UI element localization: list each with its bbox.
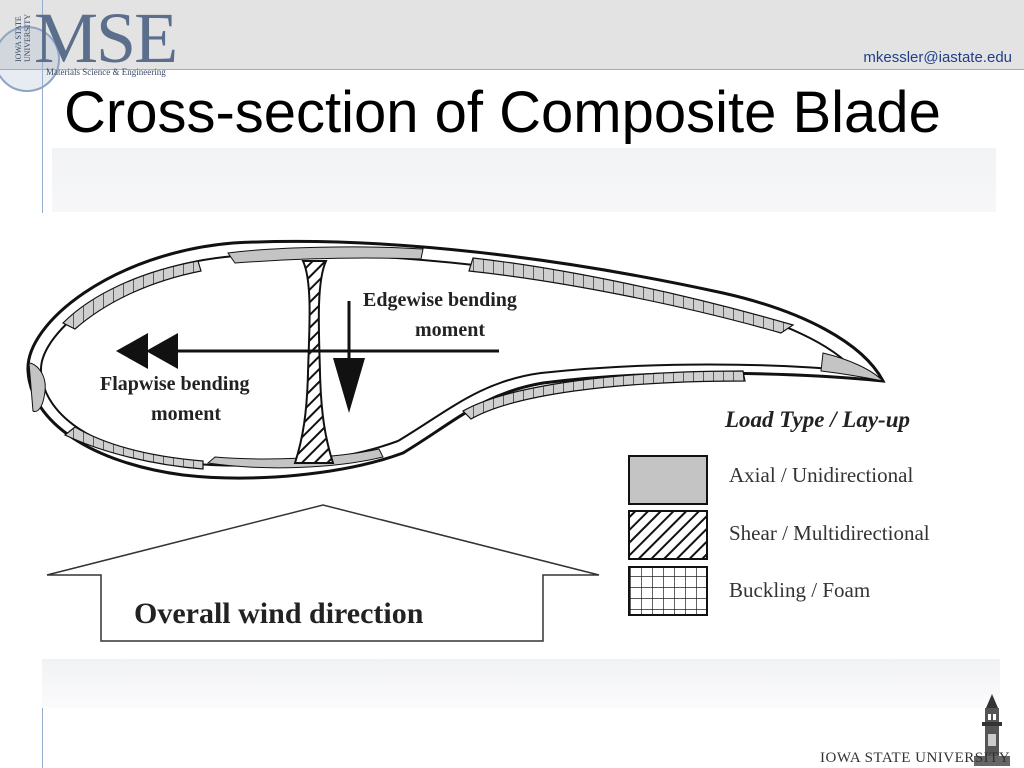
flapwise-arrow-head-2 bbox=[146, 333, 178, 369]
background-strip-top bbox=[52, 148, 996, 212]
logo-globe-icon bbox=[0, 26, 60, 92]
legend-swatch-shear bbox=[628, 510, 708, 560]
campanile-logo-icon bbox=[974, 694, 1010, 766]
legend-label-axial: Axial / Unidirectional bbox=[729, 463, 913, 487]
diagram-canvas: Edgewise bending moment Flapwise bending… bbox=[26, 239, 930, 642]
leading-edge-foam-lower bbox=[63, 426, 204, 470]
flapwise-label-line1: Flapwise bending bbox=[100, 373, 249, 395]
leading-edge-foam-upper bbox=[61, 260, 202, 330]
header-rule bbox=[0, 69, 1024, 70]
edgewise-label-line1: Edgewise bending bbox=[363, 289, 517, 311]
legend-label-shear: Shear / Multidirectional bbox=[729, 521, 930, 545]
flapwise-label-line2: moment bbox=[151, 403, 221, 425]
legend-swatch-buckling bbox=[628, 566, 708, 616]
logo-subtitle: Materials Science & Engineering bbox=[46, 67, 166, 77]
background-strip-bottom bbox=[42, 658, 1000, 708]
edgewise-arrow-head bbox=[333, 358, 365, 413]
wind-direction-label: Overall wind direction bbox=[134, 597, 424, 630]
spar-cap-upper bbox=[227, 246, 424, 264]
legend-swatch-axial bbox=[628, 455, 708, 505]
lower-foam-panel bbox=[462, 370, 746, 420]
leading-edge-cap bbox=[28, 362, 46, 412]
blade-cross-section-diagram: Edgewise bending moment Flapwise bending… bbox=[3, 213, 1024, 659]
legend-title: Load Type / Lay-up bbox=[724, 407, 910, 432]
upper-foam-panel bbox=[468, 257, 795, 334]
email-address: mkessler@iastate.edu bbox=[863, 49, 1012, 66]
trailing-edge-cap bbox=[820, 352, 885, 382]
footer-university-wordmark: IOWA STATE UNIVERSITY bbox=[820, 750, 1011, 766]
legend-label-buckling: Buckling / Foam bbox=[729, 578, 870, 602]
shear-web bbox=[293, 260, 335, 464]
slide-title: Cross-section of Composite Blade bbox=[64, 80, 941, 145]
wind-direction-arrow bbox=[46, 504, 600, 642]
logo-wordmark: MSE bbox=[34, 0, 178, 78]
header-band bbox=[0, 0, 1024, 70]
flapwise-arrow-head-1 bbox=[116, 333, 148, 369]
edgewise-label-line2: moment bbox=[415, 319, 485, 341]
